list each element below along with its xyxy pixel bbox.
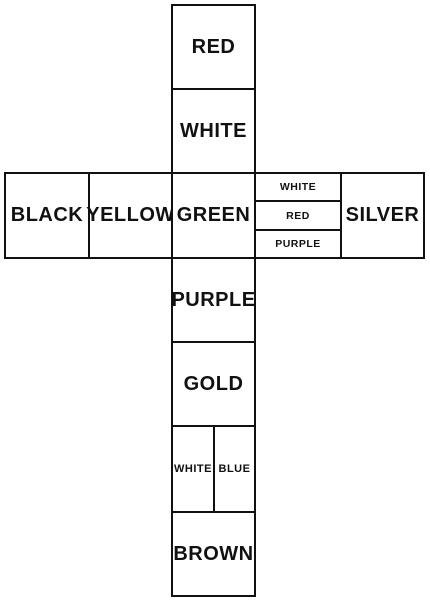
cell-label: PURPLE bbox=[171, 288, 256, 311]
cell-purple-lower: PURPLE bbox=[171, 257, 256, 343]
cell-yellow: YELLOW bbox=[86, 172, 175, 259]
cell-black: BLACK bbox=[4, 172, 90, 259]
cell-label: RED bbox=[191, 35, 236, 58]
cell-label: BLUE bbox=[218, 463, 251, 475]
cell-label: SILVER bbox=[345, 204, 420, 226]
cell-silver: SILVER bbox=[340, 172, 425, 259]
cell-split-blue: BLUE bbox=[213, 425, 256, 513]
cell-split-white: WHITE bbox=[171, 425, 215, 513]
cell-white-upper: WHITE bbox=[171, 88, 256, 174]
cell-stack-white: WHITE bbox=[254, 172, 342, 202]
cell-stack-purple: PURPLE bbox=[254, 229, 342, 259]
cell-label: BLACK bbox=[10, 204, 84, 226]
cell-red-top: RED bbox=[171, 4, 256, 90]
cell-label: RED bbox=[286, 209, 310, 222]
cell-gold: GOLD bbox=[171, 341, 256, 427]
cell-brown-bottom: BROWN bbox=[171, 511, 256, 597]
cell-label: WHITE bbox=[180, 119, 247, 142]
cell-label: BROWN bbox=[173, 542, 254, 565]
cell-label: WHITE bbox=[174, 463, 212, 475]
cell-green-center: GREEN bbox=[171, 172, 256, 259]
cell-label: YELLOW bbox=[86, 204, 175, 226]
cell-label: WHITE bbox=[279, 181, 317, 193]
cell-label: PURPLE bbox=[275, 238, 321, 250]
cell-label: GOLD bbox=[183, 372, 244, 395]
cell-label: GREEN bbox=[176, 204, 251, 226]
cell-stack-red: RED bbox=[254, 200, 342, 231]
